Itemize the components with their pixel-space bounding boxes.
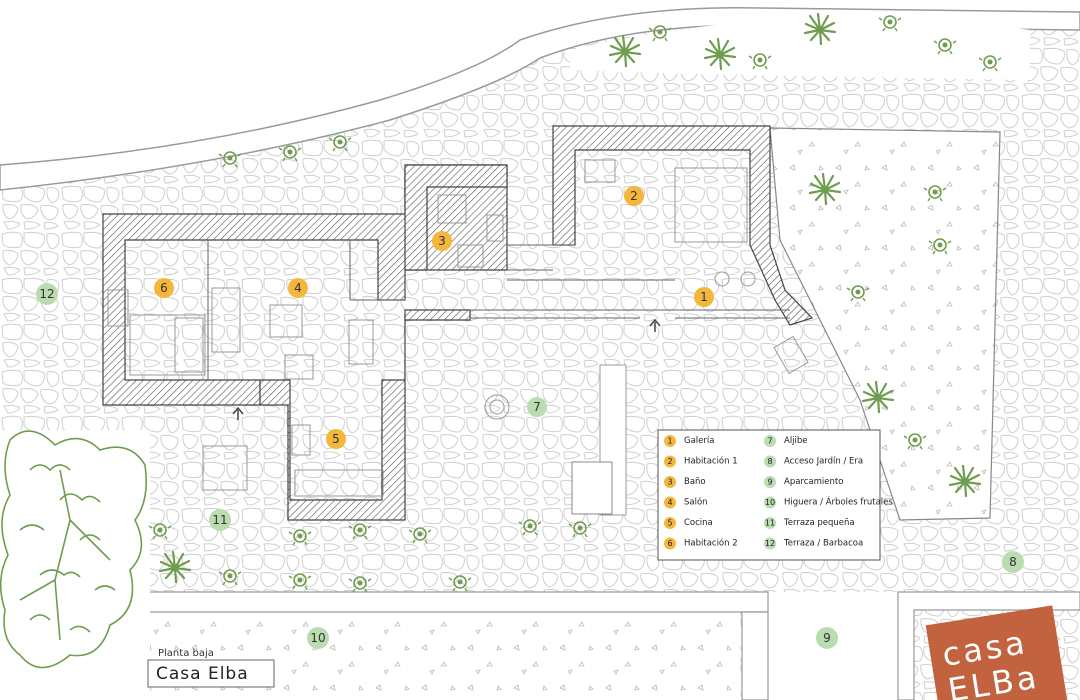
plan-title: Casa Elba — [156, 664, 249, 684]
area-marker-12[interactable]: 12 — [36, 283, 58, 305]
legend-badge — [764, 435, 776, 447]
svg-text:1: 1 — [700, 290, 708, 304]
legend-item: 5 Cocina — [664, 517, 713, 529]
legend-badge — [764, 476, 776, 488]
legend: 1 Galería 2 Habitación 1 3 Baño 4 Salón 5 Cocina 6… — [657, 429, 893, 561]
svg-text:12: 12 — [39, 287, 54, 301]
legend-number: 9 — [767, 478, 772, 487]
legend-label: Galería — [684, 436, 714, 446]
area-marker-8[interactable]: 8 — [1002, 551, 1024, 573]
orchard-area — [0, 430, 150, 700]
legend-label: Habitación 2 — [684, 538, 738, 549]
plan-subtitle: Planta baja — [158, 648, 214, 659]
legend-label: Habitación 1 — [684, 456, 738, 467]
legend-label: Aljibe — [784, 436, 808, 446]
legend-item: 4 Salón — [664, 496, 708, 509]
legend-number: 10 — [765, 498, 775, 507]
legend-number: 11 — [765, 519, 775, 528]
entrance-arrow-icon — [232, 406, 244, 420]
legend-label: Acceso Jardín / Era — [784, 457, 863, 467]
legend-number: 1 — [667, 437, 672, 446]
legend-number: 3 — [667, 478, 672, 487]
legend-badge — [764, 517, 776, 529]
furniture — [107, 159, 809, 497]
boundary-wall-bottom — [124, 591, 769, 613]
legend-badge — [664, 496, 676, 509]
legend-item: 8 Acceso Jardín / Era — [764, 455, 863, 468]
interior-walls — [207, 240, 790, 380]
legend-item: 9 Aparcamiento — [764, 476, 843, 488]
legend-item: 2 Habitación 1 — [664, 455, 738, 468]
legend-item: 10 Higuera / Árboles frutales — [764, 496, 893, 509]
legend-label: Higuera / Árboles frutales — [784, 496, 893, 508]
legend-badge — [664, 517, 676, 529]
room-marker-2[interactable]: 2 — [624, 186, 644, 206]
svg-text:4: 4 — [294, 281, 302, 295]
entrance-arrow-icon — [649, 318, 661, 332]
legend-item: 12 Terraza / Barbacoa — [764, 537, 863, 550]
svg-text:7: 7 — [533, 400, 541, 414]
boundary-wall-top — [0, 7, 1080, 191]
garden-era-area — [769, 127, 1001, 521]
legend-item: 7 Aljibe — [764, 435, 808, 447]
svg-text:9: 9 — [823, 631, 831, 645]
room-marker-3[interactable]: 3 — [432, 231, 452, 251]
legend-badge — [664, 476, 676, 488]
parking-lower-area — [130, 612, 740, 700]
boundary-wall-right — [897, 591, 1080, 700]
area-marker-10[interactable]: 10 — [307, 627, 329, 649]
svg-text:2: 2 — [630, 189, 638, 203]
legend-number: 8 — [767, 457, 772, 466]
svg-text:8: 8 — [1009, 555, 1017, 569]
legend-label: Salón — [684, 497, 708, 508]
legend-badge — [764, 455, 776, 468]
legend-number: 7 — [767, 437, 772, 446]
legend-badge — [664, 455, 676, 468]
room-marker-5[interactable]: 5 — [326, 429, 346, 449]
legend-item: 11 Terraza pequeña — [764, 517, 855, 529]
legend-number: 6 — [667, 539, 672, 548]
svg-text:11: 11 — [212, 513, 227, 527]
area-marker-9[interactable]: 9 — [816, 627, 838, 649]
legend-label: Aparcamiento — [784, 477, 843, 487]
legend-number: 5 — [667, 519, 672, 528]
legend-number: 12 — [765, 539, 775, 548]
legend-item: 3 Baño — [664, 476, 706, 488]
legend-item: 1 Galería — [664, 435, 714, 447]
legend-label: Terraza pequeña — [783, 518, 855, 528]
area-marker-7[interactable]: 7 — [527, 397, 547, 417]
legend-badge — [764, 537, 776, 550]
room-marker-1[interactable]: 1 — [694, 287, 714, 307]
svg-text:6: 6 — [160, 281, 168, 295]
legend-badge — [664, 435, 676, 447]
legend-number: 2 — [667, 457, 672, 466]
svg-text:5: 5 — [332, 432, 340, 446]
legend-label: Terraza / Barbacoa — [783, 539, 863, 549]
area-marker-11[interactable]: 11 — [209, 509, 231, 531]
fig-tree-icon — [0, 430, 148, 669]
legend-label: Baño — [684, 477, 706, 487]
plan-title-block: Planta baja Casa Elba — [147, 648, 275, 688]
outside-area — [0, 0, 1080, 165]
legend-label: Cocina — [684, 518, 713, 528]
room-marker-6[interactable]: 6 — [154, 278, 174, 298]
room-marker-4[interactable]: 4 — [288, 278, 308, 298]
boundary-wall-parking — [741, 611, 769, 700]
legend-number: 4 — [667, 498, 672, 507]
legend-badge — [664, 537, 676, 550]
svg-text:3: 3 — [438, 234, 446, 248]
legend-item: 6 Habitación 2 — [664, 537, 738, 550]
legend-badge — [764, 496, 776, 509]
casa-elba-logo: casa ELBa — [925, 605, 1070, 700]
top-garden-bed — [570, 15, 1030, 80]
svg-text:10: 10 — [310, 631, 325, 645]
aljibe-cover — [571, 461, 613, 515]
